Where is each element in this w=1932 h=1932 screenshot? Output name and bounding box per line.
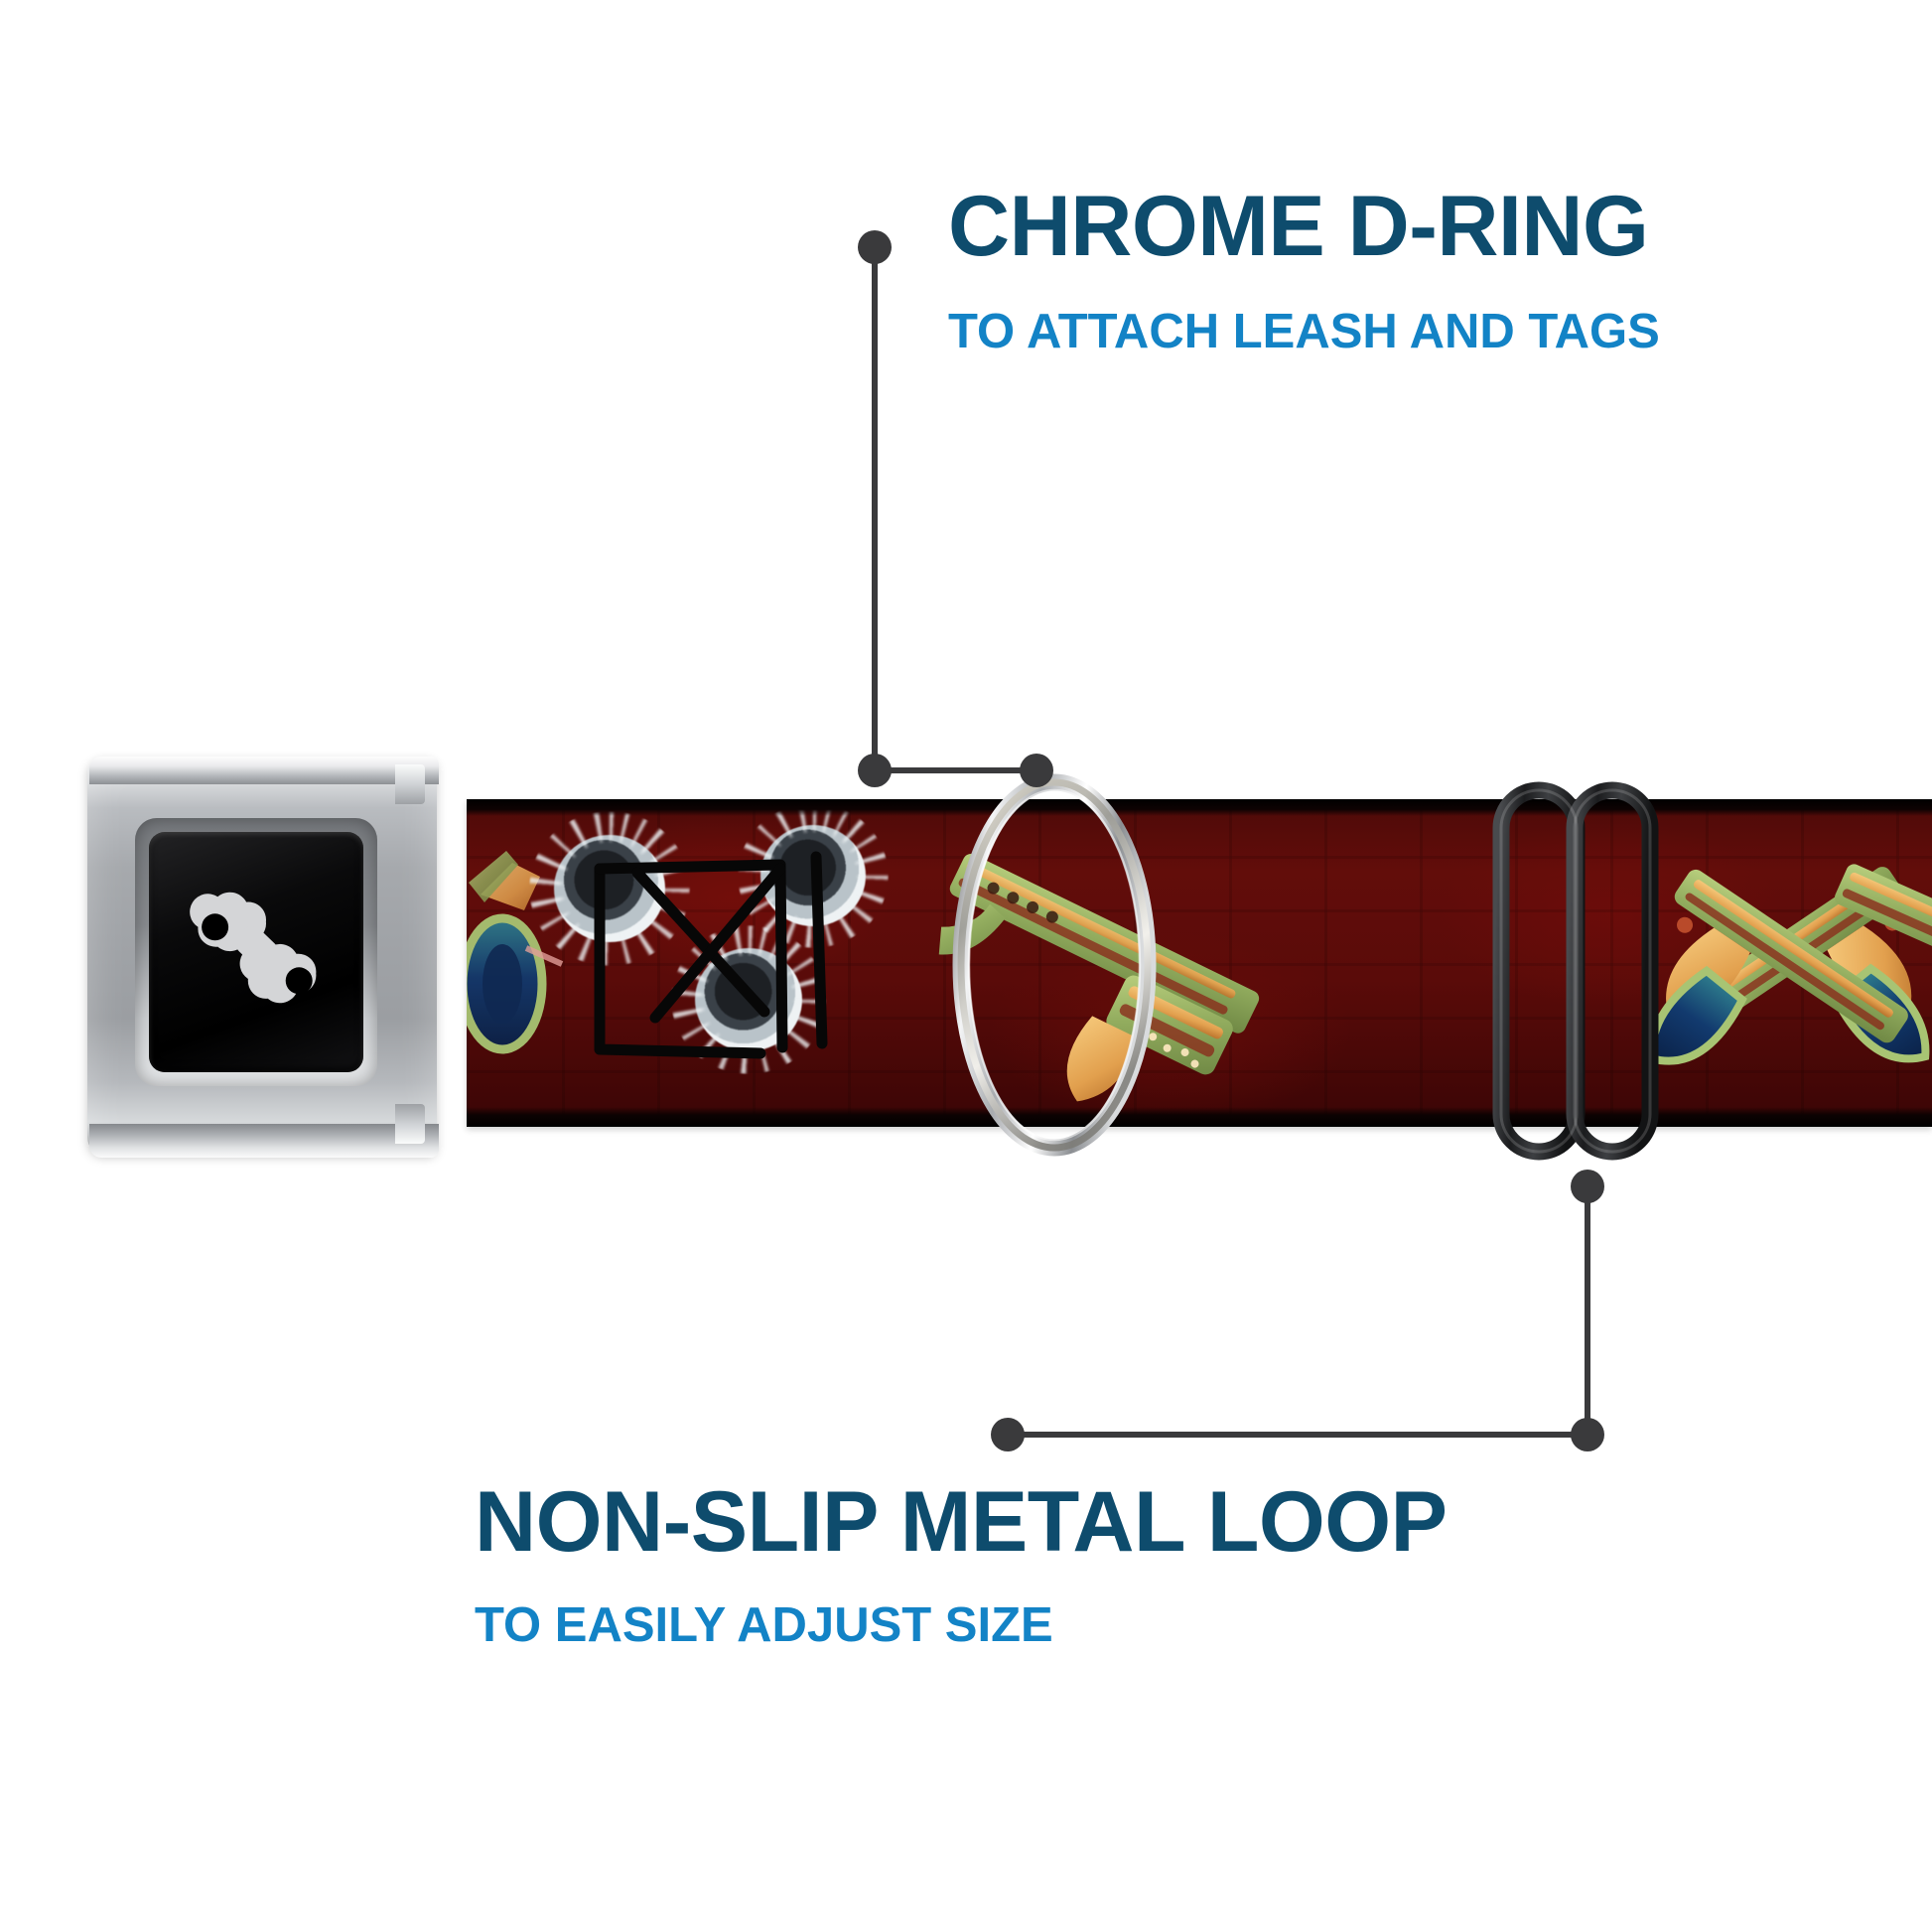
callout-line-metal-loop-vertical — [1585, 1185, 1590, 1436]
buckle-prong-top — [395, 764, 425, 804]
callout-title-metal-loop: NON-SLIP METAL LOOP — [475, 1474, 1448, 1570]
callout-dot-chrome-d-ring-target — [1020, 754, 1053, 787]
callout-line-chrome-d-ring-horizontal — [874, 767, 1036, 773]
callout-subtitle-metal-loop: TO EASILY ADJUST SIZE — [475, 1598, 1053, 1652]
collar-strap — [467, 799, 1932, 1127]
callout-dot-metal-loop-top — [1571, 1170, 1604, 1203]
dog-bone-icon — [190, 892, 317, 1004]
callout-line-metal-loop-horizontal — [1007, 1432, 1587, 1438]
callout-dot-chrome-d-ring-top — [858, 230, 892, 264]
buckle-top-lip — [89, 757, 439, 784]
buckle-prong-bottom — [395, 1104, 425, 1144]
bullet-hole-icon — [760, 825, 866, 926]
callout-line-chrome-d-ring-vertical — [872, 246, 878, 770]
buckle-bottom-lip — [89, 1124, 439, 1158]
callout-dot-chrome-d-ring-elbow — [858, 754, 892, 787]
bullet-hole-icon — [554, 835, 665, 942]
bullet-hole-icon — [695, 948, 802, 1051]
buckle-logo-window — [149, 832, 363, 1072]
seatbelt-buckle[interactable] — [87, 757, 439, 1158]
callout-subtitle-chrome-d-ring: TO ATTACH LEASH AND TAGS — [948, 305, 1660, 358]
strap-top-edge — [467, 799, 1932, 816]
strap-bottom-edge — [467, 1107, 1932, 1127]
callout-title-chrome-d-ring: CHROME D-RING — [948, 179, 1649, 274]
callout-dot-metal-loop-target — [991, 1418, 1025, 1451]
callout-dot-metal-loop-elbow — [1571, 1418, 1604, 1451]
